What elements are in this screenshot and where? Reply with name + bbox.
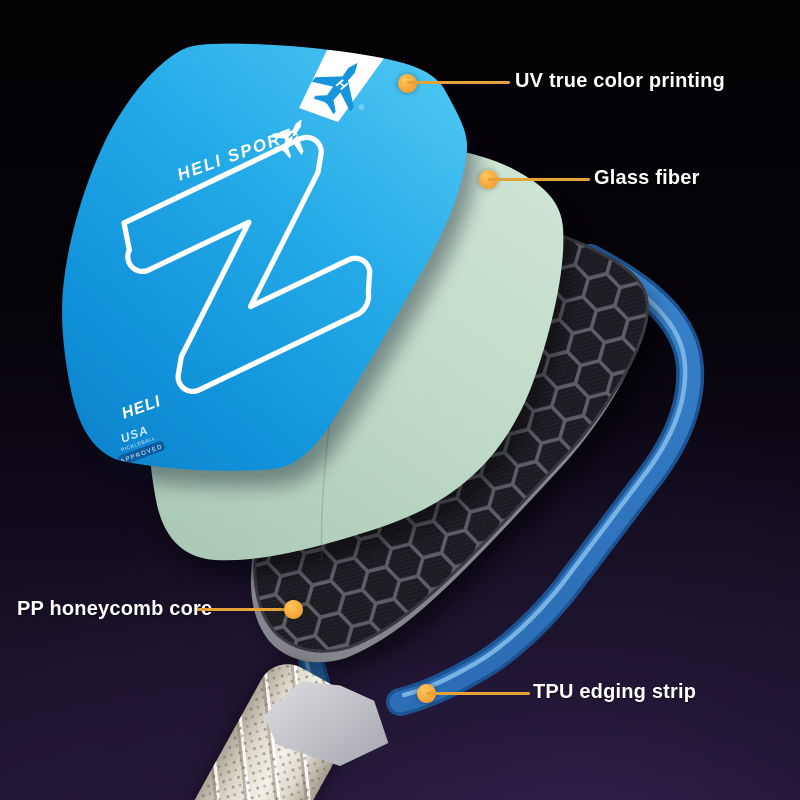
registered-mark: ® bbox=[359, 104, 365, 112]
brand-ribbon: H ® bbox=[299, 46, 387, 122]
jet-monogram-small: H bbox=[287, 130, 298, 142]
uv-printed-face-layer: H ® HELI SPORT H HELI USA PICKLEBALL bbox=[62, 43, 478, 487]
z-graphic bbox=[121, 134, 373, 395]
